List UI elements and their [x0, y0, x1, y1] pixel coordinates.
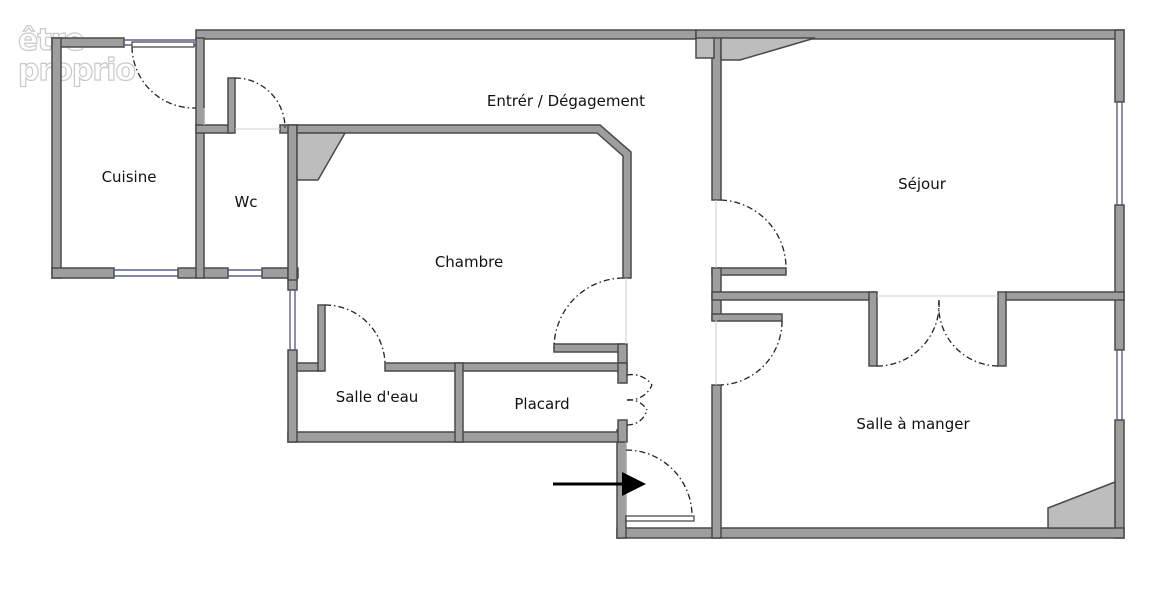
- internal-walls: [195, 37, 1125, 539]
- door-entry: [625, 515, 695, 522]
- wall-kitchen-left: [51, 37, 62, 279]
- wall-double-door-right: [997, 291, 1007, 367]
- label-dining-room: Salle à manger: [856, 415, 970, 433]
- door-bath-swing: [324, 304, 386, 366]
- door-kitchen-swing: [131, 46, 197, 109]
- wall-bedroom-bottom: [384, 362, 626, 372]
- door-wc-swing: [234, 77, 286, 129]
- wall-dining-door-jamb: [711, 313, 783, 322]
- brand-logo: être proprio: [17, 22, 137, 88]
- wall-closet-right-b: [617, 419, 628, 443]
- wall-right-mid: [1114, 204, 1125, 351]
- door-double-right-swing: [938, 299, 999, 367]
- wall-wc-bottom: [261, 267, 299, 279]
- wall-living-door-jamb: [711, 267, 787, 276]
- wall-kitchen-bottom-a: [51, 267, 115, 279]
- wall-living-dining-a: [711, 291, 876, 301]
- wall-top-hall: [195, 29, 697, 40]
- wall-right-bottom: [1114, 419, 1125, 539]
- door-living-swing: [720, 199, 787, 269]
- doors: [131, 41, 999, 522]
- door-closet-swing-a: [626, 373, 653, 401]
- label-bedroom: Chambre: [435, 253, 503, 271]
- wall-bath-closet: [454, 362, 464, 443]
- shaft-top-left: [695, 37, 715, 59]
- door-kitchen: [131, 41, 195, 48]
- shaft-bedroom: [296, 132, 347, 181]
- door-double-left-swing: [876, 299, 940, 367]
- logo-line2: proprio: [18, 53, 135, 88]
- wall-bath-left: [287, 349, 298, 443]
- door-closet-swing-b: [626, 399, 648, 426]
- door-bedroom-swing: [553, 277, 624, 349]
- wall-bedroom-door-jamb: [553, 343, 627, 353]
- label-hall: Entrér / Dégagement: [487, 92, 645, 110]
- entry-arrow: [553, 472, 646, 496]
- wall-wc-stub: [227, 77, 236, 134]
- label-shower-room: Salle d'eau: [336, 388, 419, 406]
- shaft-top-right: [720, 37, 816, 61]
- door-dining-swing: [720, 320, 783, 386]
- door-entry-swing: [625, 449, 693, 517]
- wall-bath-door-stub: [317, 304, 326, 372]
- room-labels: Cuisine Wc Entrér / Dégagement Chambre S…: [102, 92, 971, 433]
- label-closet: Placard: [514, 395, 569, 413]
- wall-wc-bedroom: [287, 124, 298, 281]
- label-wc: Wc: [234, 193, 257, 211]
- wall-top-kitchen: [51, 37, 125, 48]
- wall-wc-top-a: [195, 124, 233, 134]
- wall-closet-right-a: [617, 362, 628, 384]
- thresholds: [203, 108, 998, 520]
- wall-kitchen-wc: [195, 37, 205, 279]
- label-kitchen: Cuisine: [102, 168, 157, 186]
- wall-right-top: [1114, 29, 1125, 103]
- wall-hall-dining: [711, 384, 722, 539]
- wall-bottom: [616, 527, 1125, 539]
- wall-hall-living-a: [711, 37, 722, 201]
- entry-arrow-head: [622, 472, 646, 496]
- label-living-room: Séjour: [898, 175, 947, 193]
- shaft-dining: [1047, 480, 1116, 529]
- windows: [114, 39, 1123, 420]
- wall-living-dining-b: [1004, 291, 1125, 301]
- wall-double-door-left: [868, 291, 878, 367]
